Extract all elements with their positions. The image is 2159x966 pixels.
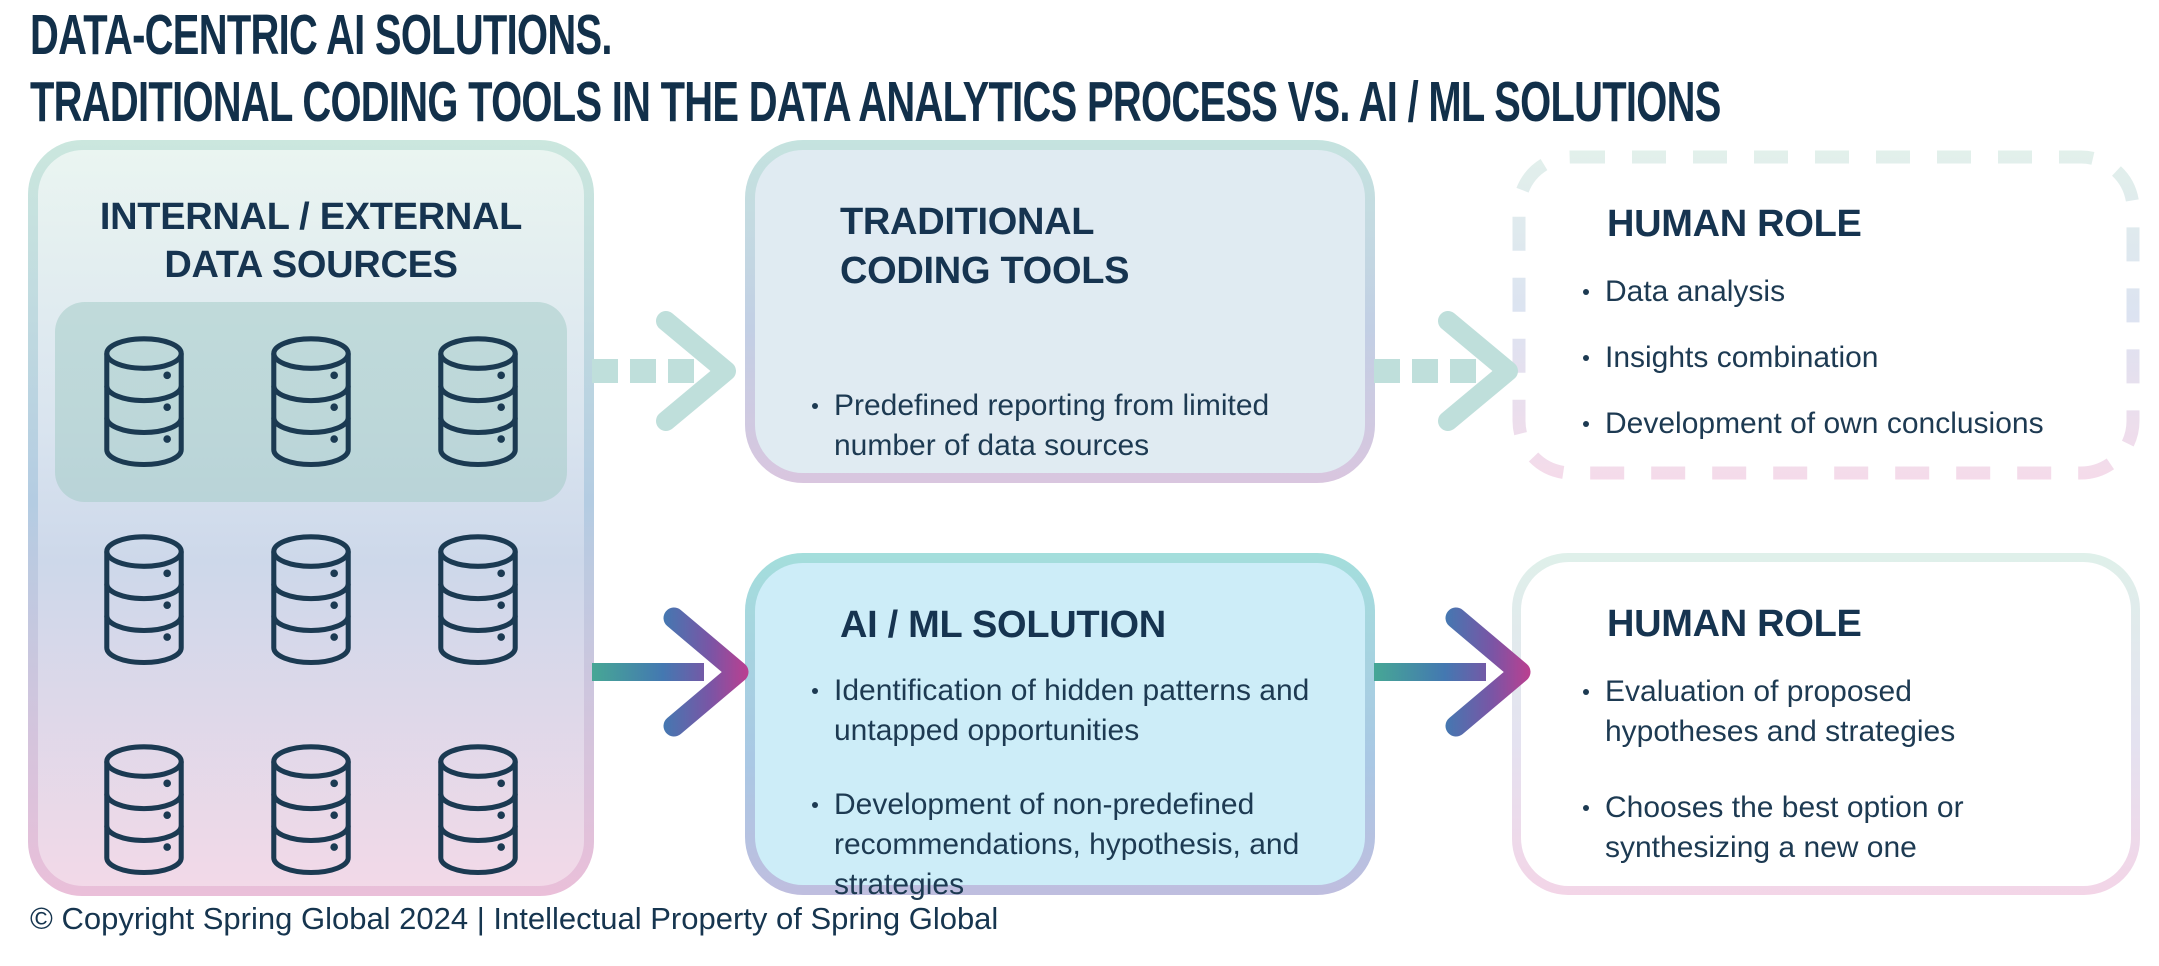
page-title: DATA-CENTRIC AI SOLUTIONS. TRADITIONAL C…	[30, 2, 1721, 135]
database-icon	[271, 336, 351, 467]
bullet-dot	[1583, 420, 1589, 427]
dashed-arrow-right-icon	[592, 311, 736, 431]
database-icon	[438, 744, 518, 875]
human-role-top-bullets: Data analysis Insights combination Devel…	[1583, 272, 2103, 470]
traditional-bullets: Predefined reporting from limited number…	[812, 386, 1292, 498]
traditional-title-line-2: CODING TOOLS	[840, 249, 1130, 292]
ai-ml-solution-box: AI / ML SOLUTION Identification of hidde…	[745, 553, 1375, 901]
dashed-arrow-right-icon	[1374, 311, 1518, 431]
bullet-dot	[1583, 689, 1589, 695]
bullet-dot	[1583, 804, 1589, 811]
dashed-gradient-border	[1512, 150, 2140, 480]
bullet-text: Predefined reporting from limited number…	[834, 389, 1270, 462]
bullet-dot	[1583, 354, 1589, 361]
traditional-title-line-1: TRADITIONAL	[840, 201, 1095, 243]
database-icon	[271, 744, 351, 875]
database-row-1	[55, 336, 567, 468]
bullet-dot	[1583, 289, 1589, 295]
data-sources-title: INTERNAL / EXTERNAL DATA SOURCES	[38, 194, 584, 289]
bullet-text: Chooses the best option or synthesizing …	[1605, 790, 1964, 864]
list-item: Development of non-predefined recommenda…	[812, 785, 1312, 905]
bullet-text: Identification of hidden patterns and un…	[834, 674, 1310, 747]
human-role-bottom-title: HUMAN ROLE	[1607, 603, 1862, 645]
traditional-title: TRADITIONAL CODING TOOLS	[840, 198, 1129, 295]
database-icon	[438, 336, 518, 467]
copyright-notice: © Copyright Spring Global 2024 | Intelle…	[30, 901, 999, 936]
bullet-text: Evaluation of proposed hypotheses and st…	[1605, 675, 1956, 748]
human-role-bottom-box: HUMAN ROLE Evaluation of proposed hypoth…	[1512, 553, 2140, 895]
database-icon	[271, 534, 351, 665]
ai-ml-bullets: Identification of hidden patterns and un…	[812, 671, 1312, 936]
gradient-arrow-right-icon	[592, 607, 749, 737]
database-icon	[104, 534, 184, 665]
bullet-dot	[812, 403, 818, 409]
list-item: Evaluation of proposed hypotheses and st…	[1583, 672, 2013, 752]
list-item: Predefined reporting from limited number…	[812, 386, 1292, 466]
bullet-text: Data analysis	[1605, 275, 1786, 308]
bullet-dot	[812, 801, 818, 808]
bullet-dot	[812, 688, 818, 694]
gradient-arrow-right-icon	[1374, 607, 1531, 737]
list-item: Insights combination	[1583, 338, 2103, 378]
bullet-text: Development of own conclusions	[1605, 406, 2044, 440]
bullet-text: Insights combination	[1605, 340, 1879, 374]
human-role-top-box: HUMAN ROLE Data analysis Insights combin…	[1512, 150, 2140, 480]
list-item: Chooses the best option or synthesizing …	[1583, 788, 2013, 868]
list-item: Development of own conclusions	[1583, 404, 2103, 444]
database-icon	[104, 744, 184, 875]
bullet-text: Development of non-predefined recommenda…	[834, 787, 1300, 901]
database-row-3	[55, 744, 567, 876]
human-role-bottom-bullets: Evaluation of proposed hypotheses and st…	[1583, 672, 2013, 900]
ai-ml-title: AI / ML SOLUTION	[840, 604, 1166, 646]
database-row-2	[55, 534, 567, 666]
list-item: Data analysis	[1583, 272, 2103, 312]
data-sources-title-line-2: DATA SOURCES	[164, 243, 458, 286]
page-title-line-2: TRADITIONAL CODING TOOLS IN THE DATA ANA…	[30, 69, 1721, 134]
human-role-top-title: HUMAN ROLE	[1607, 203, 1862, 245]
data-sources-box: INTERNAL / EXTERNAL DATA SOURCES	[28, 140, 594, 896]
data-sources-title-line-1: INTERNAL / EXTERNAL	[99, 196, 523, 238]
page-title-line-1: DATA-CENTRIC AI SOLUTIONS.	[30, 3, 612, 67]
database-icon	[104, 336, 184, 467]
database-icon	[438, 534, 518, 665]
list-item: Identification of hidden patterns and un…	[812, 671, 1312, 751]
traditional-coding-tools-box: TRADITIONAL CODING TOOLS Predefined repo…	[745, 140, 1375, 483]
